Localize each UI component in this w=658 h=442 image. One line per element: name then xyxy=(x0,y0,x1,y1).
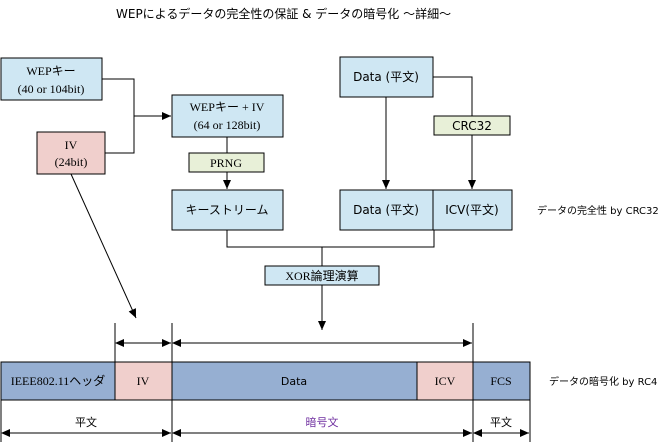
keystream-label: キーストリーム xyxy=(185,203,268,217)
icv-plain-label: ICV(平文) xyxy=(445,202,499,217)
ciphertext-label: 暗号文 xyxy=(306,415,339,429)
prng-label: PRNG xyxy=(210,156,242,170)
frame-data-cell xyxy=(171,361,418,401)
keystream-box: キーストリーム xyxy=(171,189,284,231)
frame-fcs-label: FCS xyxy=(490,374,511,388)
frame-header-cell xyxy=(0,361,116,401)
data-split-lines xyxy=(382,76,476,189)
encryption-label: データの暗号化 by RC4 xyxy=(549,375,657,388)
crc32-box: CRC32 xyxy=(433,115,511,136)
integrity-label: データの完全性 by CRC32 xyxy=(537,204,658,217)
xor-merge-lines xyxy=(226,230,435,330)
iv-label: IV xyxy=(65,138,78,152)
data-plain-mid-label: Data (平文) xyxy=(353,202,419,217)
xor-box: XOR論理演算 xyxy=(264,265,380,286)
data-plain-top-box: Data (平文) xyxy=(339,56,434,98)
xor-label: XOR論理演算 xyxy=(285,268,358,283)
frame-icv-cell xyxy=(416,361,474,401)
iv-size: (24bit) xyxy=(55,155,88,169)
frame-iv-label: IV xyxy=(137,374,150,388)
frame-header-label: IEEE802.11ヘッダ xyxy=(11,373,106,388)
frame-icv-label: ICV xyxy=(435,374,456,388)
wep-key-label: WEPキー xyxy=(26,64,75,78)
frame-fcs-cell xyxy=(472,361,531,401)
wep-key-iv-box: WEPキー + IV (64 or 128bit) xyxy=(171,94,284,138)
wep-key-iv-label: WEPキー + IV xyxy=(190,100,265,114)
plaintext-left-label: 平文 xyxy=(75,415,97,429)
wep-key-iv-size: (64 or 128bit) xyxy=(194,118,261,132)
frame-data-label: Data xyxy=(281,375,307,388)
wep-key-box: WEPキー (40 or 104bit) xyxy=(0,57,103,101)
key-merge-lines xyxy=(102,78,171,154)
wep-key-size: (40 or 104bit) xyxy=(18,82,85,96)
data-icv-box: Data (平文) ICV(平文) xyxy=(339,189,513,231)
data-plain-top-label: Data (平文) xyxy=(353,69,419,84)
prng-box: PRNG xyxy=(188,152,265,173)
iv-box: IV (24bit) xyxy=(36,131,106,175)
diagram-title: WEPによるデータの完全性の保証 & データの暗号化 ～詳細～ xyxy=(116,6,451,21)
iv-to-frame-arrow xyxy=(70,173,137,319)
frame-row: IEEE802.11ヘッダ IV Data ICV FCS xyxy=(0,361,531,401)
crc32-label: CRC32 xyxy=(452,119,492,133)
plaintext-right-label: 平文 xyxy=(490,415,512,429)
